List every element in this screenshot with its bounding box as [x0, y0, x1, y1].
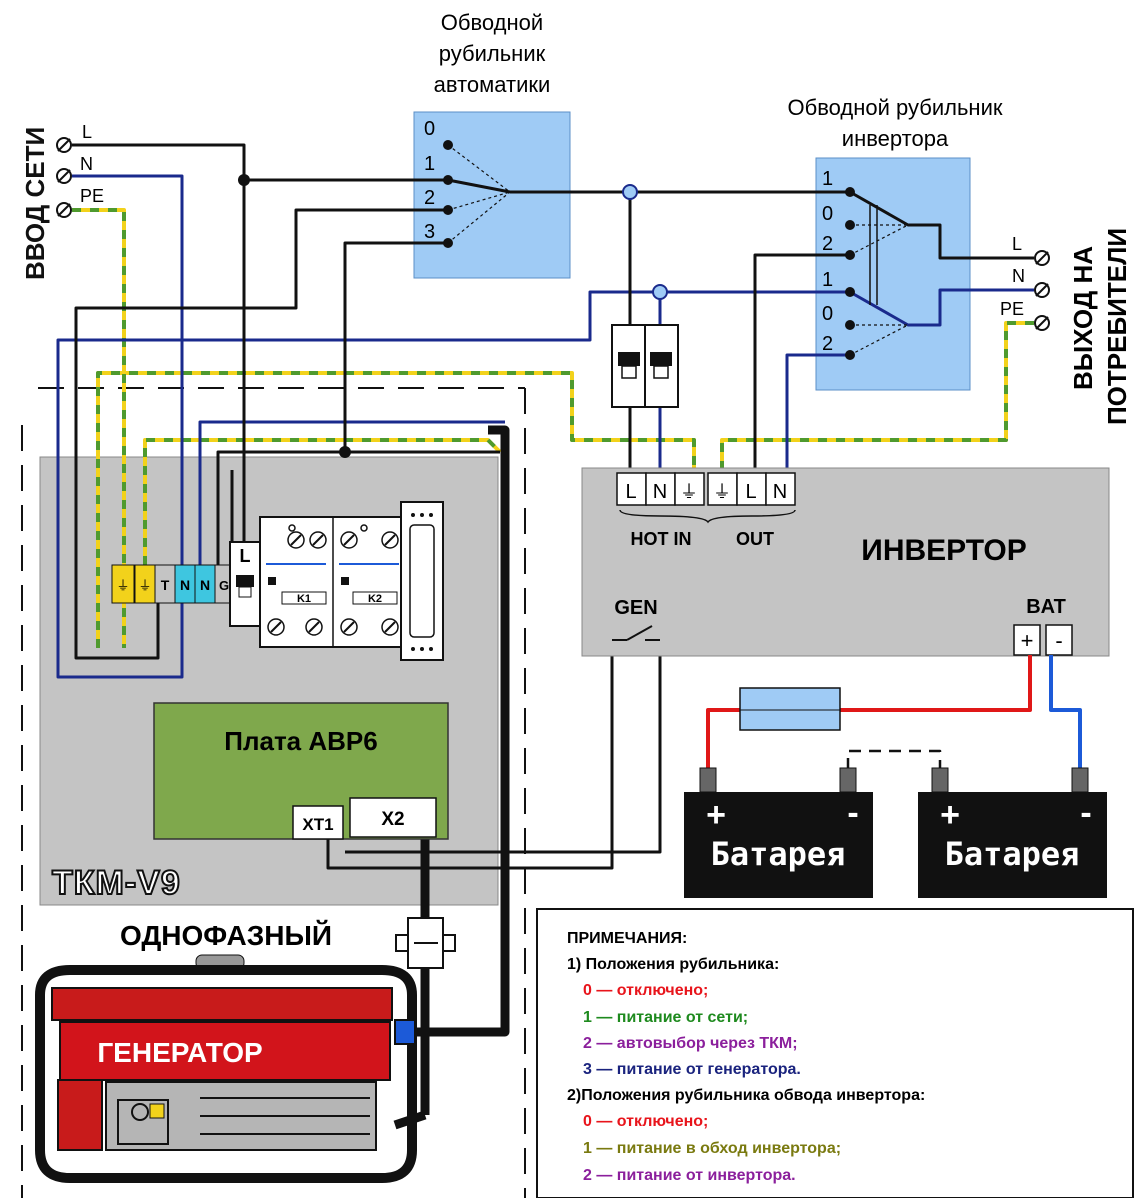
cable-plug	[395, 917, 456, 969]
notes-section-2: 2)Положения рубильника обвода инвертора:	[567, 1087, 925, 1104]
inv-term-l-in: L	[625, 481, 636, 503]
mains-input-title: ВВОД СЕТИ	[20, 127, 50, 280]
generator-type-label: ОДНОФАЗНЫЙ	[120, 919, 332, 951]
tkm-contactors: K1 K2	[259, 516, 407, 648]
inv-term-n-in: N	[653, 481, 667, 503]
xt1-connector: XT1	[302, 815, 333, 834]
battery-1-minus: -	[847, 794, 858, 832]
generator-label: ГЕНЕРАТОР	[97, 1037, 262, 1068]
output-title-2: ПОТРЕБИТЕЛИ	[1102, 228, 1132, 425]
hot-in-label: HOT IN	[631, 529, 692, 549]
inv-pos-top-2: 2	[822, 233, 833, 255]
inv-term-l-out: L	[745, 481, 756, 503]
inv-pos-bot-1: 1	[822, 269, 833, 291]
notes-title: ПРИМЕЧАНИЯ:	[567, 930, 687, 947]
inv-pos-bot-2: 2	[822, 333, 833, 355]
inv-term-ground-out: ⏚	[713, 482, 731, 503]
inv-pos-bot-0: 0	[822, 303, 833, 325]
pe-wires	[72, 208, 1034, 648]
notes-item-1-2: 2 — автовыбор через ТКМ;	[583, 1035, 798, 1052]
phase-wires	[72, 143, 1034, 870]
notes-item-1-1: 1 — питание от сети;	[583, 1009, 748, 1026]
tkm-term-pe-1: ⏚	[116, 579, 129, 594]
contactor-k1: K1	[297, 593, 311, 605]
tkm-term-pe-2: ⏚	[138, 579, 151, 594]
inv-term-ground-in: ⏚	[680, 482, 698, 503]
abp6-board: Плата АВР6 XT1 X2	[153, 702, 449, 840]
tkm-breaker-label: L	[240, 546, 251, 566]
generator: ГЕНЕРАТОР	[35, 954, 417, 1183]
tkm-relay-module	[400, 501, 444, 661]
battery-2-plus: +	[940, 796, 960, 834]
enclosure-outline	[21, 387, 526, 1198]
battery-fuse	[739, 687, 841, 731]
notes-item-2-2: 2 — питание от инвертора.	[583, 1167, 796, 1184]
inv-pos-top-0: 0	[822, 203, 833, 225]
notes-item-2-1: 1 — питание в обход инвертора;	[583, 1140, 841, 1157]
bat-minus-terminal: -	[1055, 628, 1062, 653]
auto-pos-2: 2	[424, 187, 435, 209]
mains-terminal-n: N	[80, 154, 93, 174]
inverter-title: ИНВЕРТОР	[861, 534, 1026, 567]
board-title: Плата АВР6	[224, 726, 377, 756]
tkm-term-n-2: N	[200, 577, 210, 593]
output-title-1: ВЫХОД НА	[1068, 246, 1098, 390]
auto-pos-1: 1	[424, 153, 435, 175]
mains-terminal-pe: PE	[80, 186, 104, 206]
notes-item-2-0: 0 — отключено;	[583, 1113, 708, 1130]
tkm-term-g: G	[219, 578, 229, 593]
auto-pos-3: 3	[424, 221, 435, 243]
out-label: OUT	[736, 529, 774, 549]
notes-panel: ПРИМЕЧАНИЯ: 1) Положения рубильника: 0 —…	[536, 908, 1134, 1198]
x2-connector: X2	[381, 809, 404, 830]
blue-junctions	[622, 184, 668, 300]
neutral-wires	[56, 174, 1034, 679]
tkm-term-n-1: N	[180, 577, 190, 593]
auto-switch-title-3: автоматики	[434, 72, 551, 97]
battery-2: + - Батарея	[918, 767, 1107, 898]
inv-switch-title-1: Обводной рубильник	[787, 95, 1002, 120]
notes-item-1-0: 0 — отключено;	[583, 982, 708, 999]
tkm-breaker[interactable]: L	[229, 541, 261, 627]
inv-term-n-out: N	[773, 481, 787, 503]
mains-input: ВВОД СЕТИ L N PE	[20, 122, 104, 280]
notes-item-1-3: 3 — питание от генератора.	[583, 1061, 801, 1078]
auto-bypass-switch: Обводной рубильник автоматики 0 1 2 3	[424, 10, 550, 248]
battery-2-label: Батарея	[945, 835, 1080, 873]
battery-1-plus: +	[706, 796, 726, 834]
mains-terminal-l: L	[82, 122, 92, 142]
out-terminal-n: N	[1012, 266, 1025, 286]
battery-1: + - Батарея	[684, 767, 873, 898]
notes-section-1: 1) Положения рубильника:	[567, 956, 779, 973]
inverter: L N ⏚ ⏚ L N HOT IN OUT ИНВЕРТОР GEN BAT …	[581, 467, 1110, 657]
battery-2-minus: -	[1080, 794, 1091, 832]
battery-wires	[706, 655, 1082, 770]
inv-pos-top-1: 1	[822, 168, 833, 190]
auto-pos-0: 0	[424, 118, 435, 140]
junction-dots	[238, 174, 351, 458]
auto-switch-title-2: рубильник	[439, 41, 546, 66]
auto-switch-title-1: Обводной	[441, 10, 543, 35]
bat-label: BAT	[1026, 596, 1066, 618]
out-terminal-l: L	[1012, 234, 1022, 254]
tkm-term-t: T	[161, 577, 170, 593]
contactor-k2: K2	[368, 593, 382, 605]
out-terminal-pe: PE	[1000, 299, 1024, 319]
inverter-bypass-switch-box[interactable]	[815, 157, 971, 391]
gen-label: GEN	[614, 597, 657, 619]
auto-bypass-switch-box[interactable]	[413, 111, 571, 279]
inverter-bypass-switch: Обводной рубильник инвертора 1 0 2 1 0 2	[787, 95, 1003, 360]
tkm-brand: ТКМ-V9	[52, 864, 181, 902]
battery-1-label: Батарея	[711, 835, 846, 873]
output: L N PE ВЫХОД НА ПОТРЕБИТЕЛИ	[1000, 228, 1132, 425]
bat-plus-terminal: +	[1021, 628, 1034, 653]
tkm-terminal-block: ⏚ ⏚ T N N G	[111, 564, 234, 604]
double-breaker[interactable]	[611, 324, 679, 408]
inv-switch-title-2: инвертора	[842, 126, 949, 151]
